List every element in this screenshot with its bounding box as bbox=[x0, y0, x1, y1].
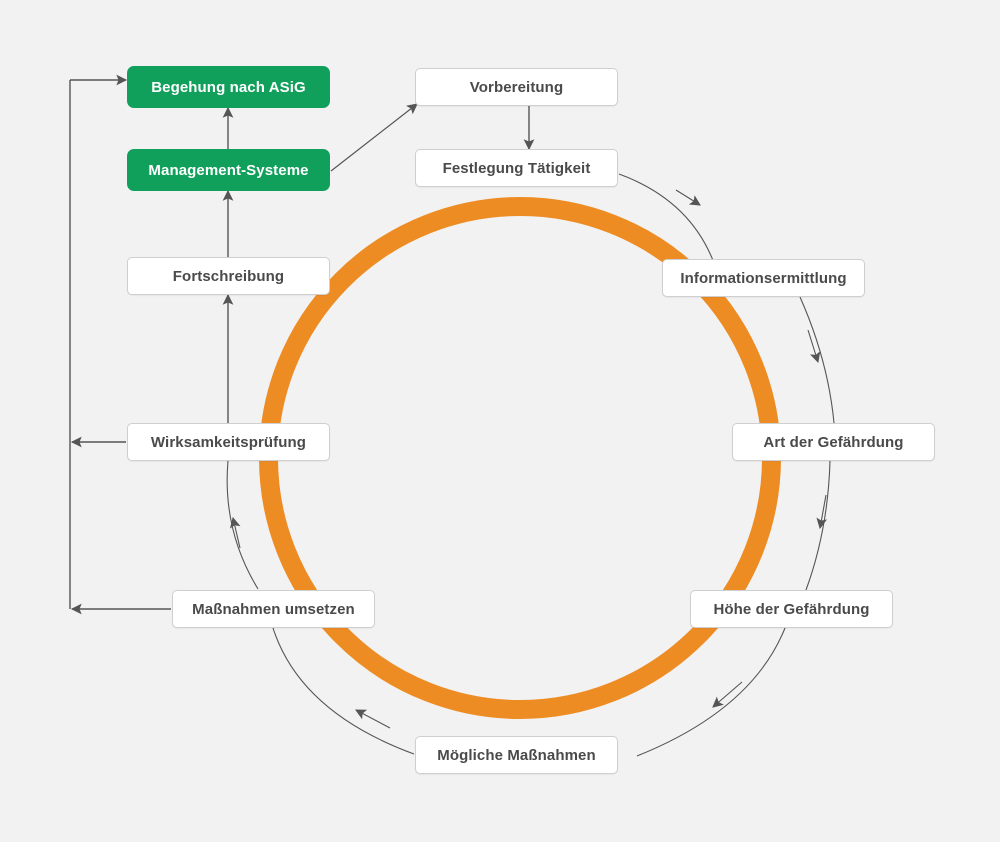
edge-artgefahr-to-hoehegefahr bbox=[805, 460, 831, 591]
node-hoehegefahr[interactable]: Höhe der Gefährdung bbox=[690, 590, 893, 628]
node-label: Informationsermittlung bbox=[680, 269, 847, 287]
edge-artgefahr-to-hoehegefahr-head bbox=[816, 494, 828, 530]
node-management[interactable]: Management-Systeme bbox=[127, 149, 330, 191]
node-label: Vorbereitung bbox=[469, 78, 564, 96]
node-label: Management-Systeme bbox=[148, 161, 309, 179]
node-umsetzen[interactable]: Maßnahmen umsetzen bbox=[172, 590, 375, 628]
node-fortschreibung[interactable]: Fortschreibung bbox=[127, 257, 330, 295]
node-label: Maßnahmen umsetzen bbox=[192, 600, 355, 618]
node-massnahmen[interactable]: Mögliche Maßnahmen bbox=[415, 736, 618, 774]
edge-information-to-artgefahr-head bbox=[807, 329, 821, 364]
node-begehung[interactable]: Begehung nach ASiG bbox=[127, 66, 330, 108]
node-label: Art der Gefährdung bbox=[763, 433, 904, 451]
edge-hoehegefahr-to-massnahmen-head bbox=[712, 681, 743, 708]
edge-hoehegefahr-to-massnahmen bbox=[636, 627, 786, 757]
node-label: Begehung nach ASiG bbox=[151, 78, 306, 96]
edge-festlegung-to-information bbox=[618, 173, 715, 264]
node-label: Höhe der Gefährdung bbox=[713, 600, 870, 618]
edge-management-to-vorbereitung bbox=[330, 103, 418, 172]
node-label: Festlegung Tätigkeit bbox=[442, 159, 591, 177]
node-festlegung[interactable]: Festlegung Tätigkeit bbox=[415, 149, 618, 187]
node-vorbereitung[interactable]: Vorbereitung bbox=[415, 68, 618, 106]
node-label: Fortschreibung bbox=[172, 267, 285, 285]
edge-massnahmen-to-umsetzen-head bbox=[355, 709, 391, 729]
node-artgefahr[interactable]: Art der Gefährdung bbox=[732, 423, 935, 461]
edge-festlegung-to-information-head bbox=[675, 189, 701, 206]
node-wirksamkeit[interactable]: Wirksamkeitsprüfung bbox=[127, 423, 330, 461]
node-information[interactable]: Informationsermittlung bbox=[662, 259, 865, 297]
edge-massnahmen-to-umsetzen bbox=[272, 627, 415, 755]
node-label: Wirksamkeitsprüfung bbox=[150, 433, 307, 451]
node-label: Mögliche Maßnahmen bbox=[437, 746, 596, 764]
edge-umsetzen-to-wirksamkeit bbox=[226, 460, 259, 590]
edge-umsetzen-to-wirksamkeit-head bbox=[229, 516, 241, 549]
edge-information-to-artgefahr bbox=[799, 296, 835, 424]
